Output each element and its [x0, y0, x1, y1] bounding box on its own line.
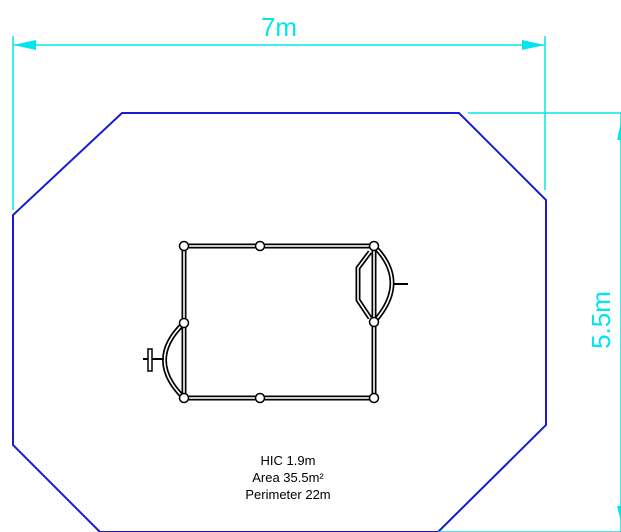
- node: [254, 240, 266, 252]
- safety-zone-boundary: [12, 112, 547, 532]
- equipment-frame: [181, 243, 377, 401]
- hic-label: HIC 1.9m: [261, 453, 316, 468]
- perimeter-label: Perimeter 22m: [245, 487, 330, 502]
- width-dimension-label: 7m: [261, 12, 297, 42]
- node: [178, 392, 190, 404]
- node: [368, 240, 380, 252]
- equipment-right-bay: [355, 244, 408, 324]
- node: [368, 392, 380, 404]
- node: [368, 316, 380, 328]
- equipment-left-bay: [143, 321, 186, 400]
- node: [178, 240, 190, 252]
- equipment-nodes: [178, 240, 380, 404]
- height-dimension-label: 5.5m: [586, 291, 616, 349]
- height-dimension: [438, 112, 621, 532]
- node: [178, 317, 190, 329]
- width-dimension: [12, 36, 546, 210]
- area-label: Area 35.5m²: [252, 470, 324, 485]
- node: [254, 392, 266, 404]
